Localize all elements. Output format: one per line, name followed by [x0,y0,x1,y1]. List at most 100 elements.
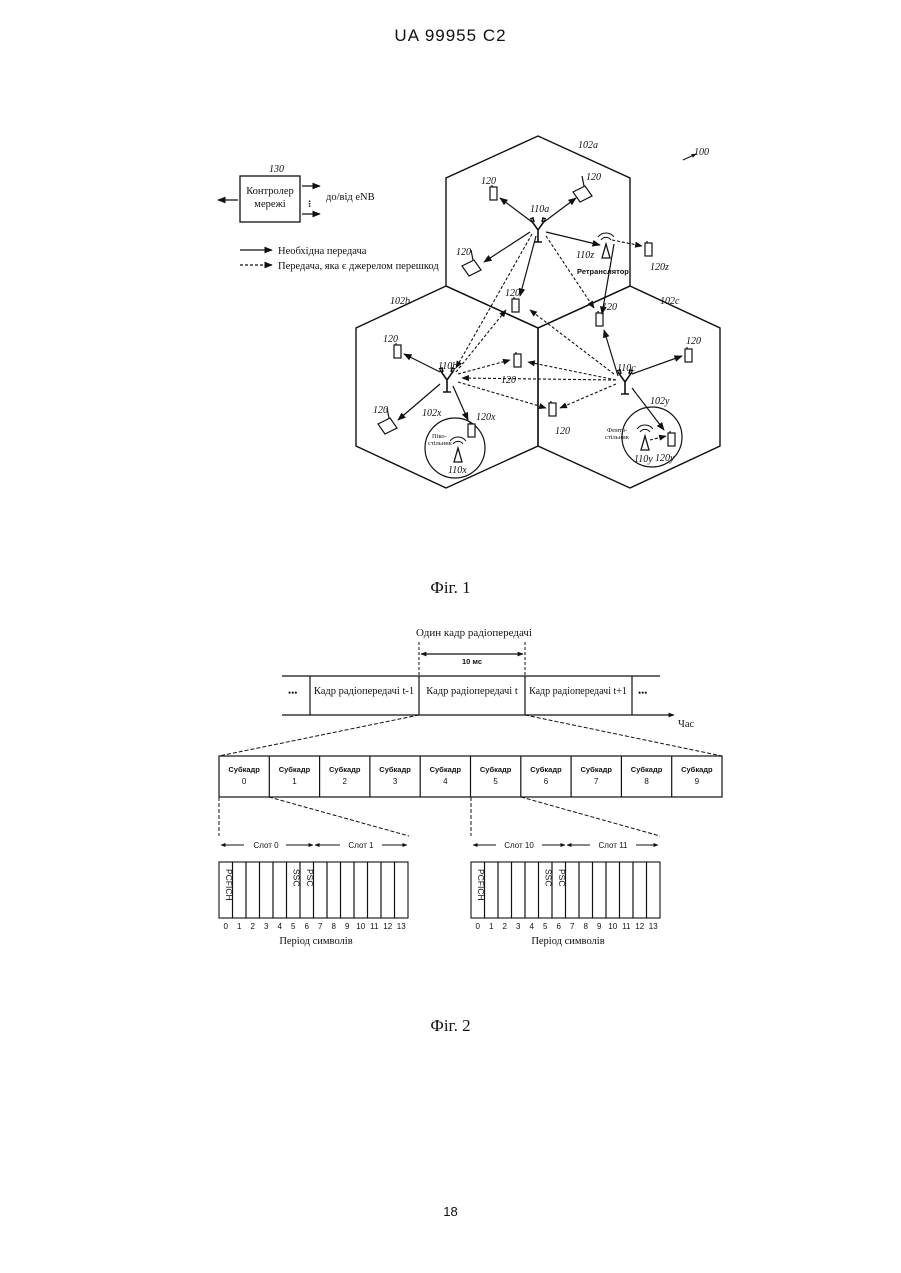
symbol-cell [647,862,661,918]
symbol-cell [512,862,526,918]
symbol-number-label: 2 [503,922,508,931]
pico-base-station-110x-label: 110x [448,465,467,476]
subframe-number-label: 1 [292,777,297,786]
subframe-word-label: Субкадр [379,765,411,774]
pico-label-line1: Піко- [432,433,447,440]
symbol-cell [381,862,395,918]
slot-11-label: Слот 11 [599,841,629,850]
slot-0-label: Слот 0 [253,841,279,850]
subframe-cell: Субкадр 1 [279,765,311,786]
ue-label: 120 [555,426,570,437]
subframe-cell: Субкадр7 [581,765,613,786]
ue-120z-label: 120z [650,262,669,273]
subframe-word-label: Субкадр [279,765,311,774]
pcfich-label: PCFICH [224,869,234,901]
subframe-number-label: 8 [644,777,649,786]
subframe-word-label: Субкадр [430,765,462,774]
symbol-number-label: 11 [622,922,631,931]
slot-1-label: Слот 1 [348,841,374,850]
frame-duration-label: 10 мс [462,657,482,666]
symbol-number-label: 8 [584,922,589,931]
legend-interfering-transmission: Передача, яка є джерелом перешкод [278,261,439,272]
cell-102a-label: 102a [578,140,598,151]
ue-label: 120 [373,405,388,416]
symbol-number-label: 1 [489,922,494,931]
subframe-number-label: 3 [393,777,398,786]
subframe-word-label: Субкадр [681,765,713,774]
cell-102b-label: 102b [390,296,410,307]
ue-label: 120 [686,336,701,347]
subframe-word-label: Субкадр [631,765,663,774]
symbol-number-label: 4 [278,922,283,931]
controller-label-line2: мережі [254,199,285,210]
pico-label-line2: стільник [428,440,453,447]
relay-label: Ретранслятор [577,267,629,276]
symbol-number-label: 2 [251,922,256,931]
symbol-cell [395,862,409,918]
symbol-group-subframe-5: 012345678910111213PCFICHSSCPSC [471,862,660,931]
symbol-cell [525,862,539,918]
symbol-number-label: 13 [649,922,658,931]
ue-120x-label: 120x [476,412,496,423]
femto-cell-102y-label: 102y [650,396,670,407]
controller-link-dots: ••• [305,200,313,208]
femto-label-line2: стільник [605,434,630,441]
psc-label: PSC [305,869,315,886]
symbol-cell [354,862,368,918]
subframe-number-label: 5 [493,777,498,786]
frame-dots-left: ••• [288,688,297,698]
slot-10-label: Слот 10 [504,841,534,850]
ue-phone-icon [685,347,692,362]
symbol-number-label: 9 [597,922,602,931]
ue-label: 120 [501,375,516,386]
symbol-cell [260,862,274,918]
cell-102c-hexagon [538,286,720,488]
symbol-number-label: 1 [237,922,242,931]
symbol-number-label: 6 [305,922,310,931]
ue-120y-label: 120y [655,453,675,464]
system-label: 100 [694,147,709,158]
pico-base-station-110x-icon [450,437,466,462]
symbol-number-label: 12 [635,922,644,931]
symbol-number-label: 3 [516,922,521,931]
ssc-label: SSC [291,869,301,886]
femto-label-line1: Фемто- [607,427,627,434]
relay-110z-icon [598,233,614,258]
base-station-110c-label: 110c [617,363,636,374]
symbol-number-label: 11 [370,922,379,931]
pcfich-label: PCFICH [476,869,486,901]
base-station-110a-label: 110a [530,204,549,215]
subframe-word-label: Субкадр [228,765,260,774]
subframe-cell: Субкадр6 [530,765,562,786]
symbol-cell [620,862,634,918]
ue-label: 120 [505,288,520,299]
fig1-caption: Фіг. 1 [0,578,901,598]
ue-phone-120x-icon [468,422,475,437]
symbol-number-label: 5 [543,922,548,931]
symbol-number-label: 10 [608,922,617,931]
symbol-number-label: 3 [264,922,269,931]
frame-t-plus-1-label: Кадр радіопередачі t+1 [529,686,627,697]
symbol-cell [593,862,607,918]
ue-phone-120y-icon [668,431,675,446]
symbol-number-label: 5 [291,922,296,931]
subframe-word-label: Субкадр [530,765,562,774]
subframe-cell: Субкадр0 [228,765,260,786]
symbol-cell [633,862,647,918]
symbol-cell [606,862,620,918]
ue-label: 120 [383,334,398,345]
time-axis-label: Час [678,719,694,730]
symbol-group-subframe-0: 012345678910111213PCFICHSSCPSC [219,862,408,931]
symbol-cell [246,862,260,918]
femto-base-station-110y-label: 110y [634,454,653,465]
symbol-cell [368,862,382,918]
symbol-number-label: 7 [318,922,323,931]
frame-t-label: Кадр радіопередачі t [426,686,518,697]
ue-phone-120z-icon [645,241,652,256]
ue-phone-icon [514,352,521,367]
symbol-cell [327,862,341,918]
symbol-number-label: 7 [570,922,575,931]
ue-phone-icon [512,297,519,312]
fig2-caption: Фіг. 2 [0,1016,901,1036]
controller-label-line1: Контролер [246,186,294,197]
